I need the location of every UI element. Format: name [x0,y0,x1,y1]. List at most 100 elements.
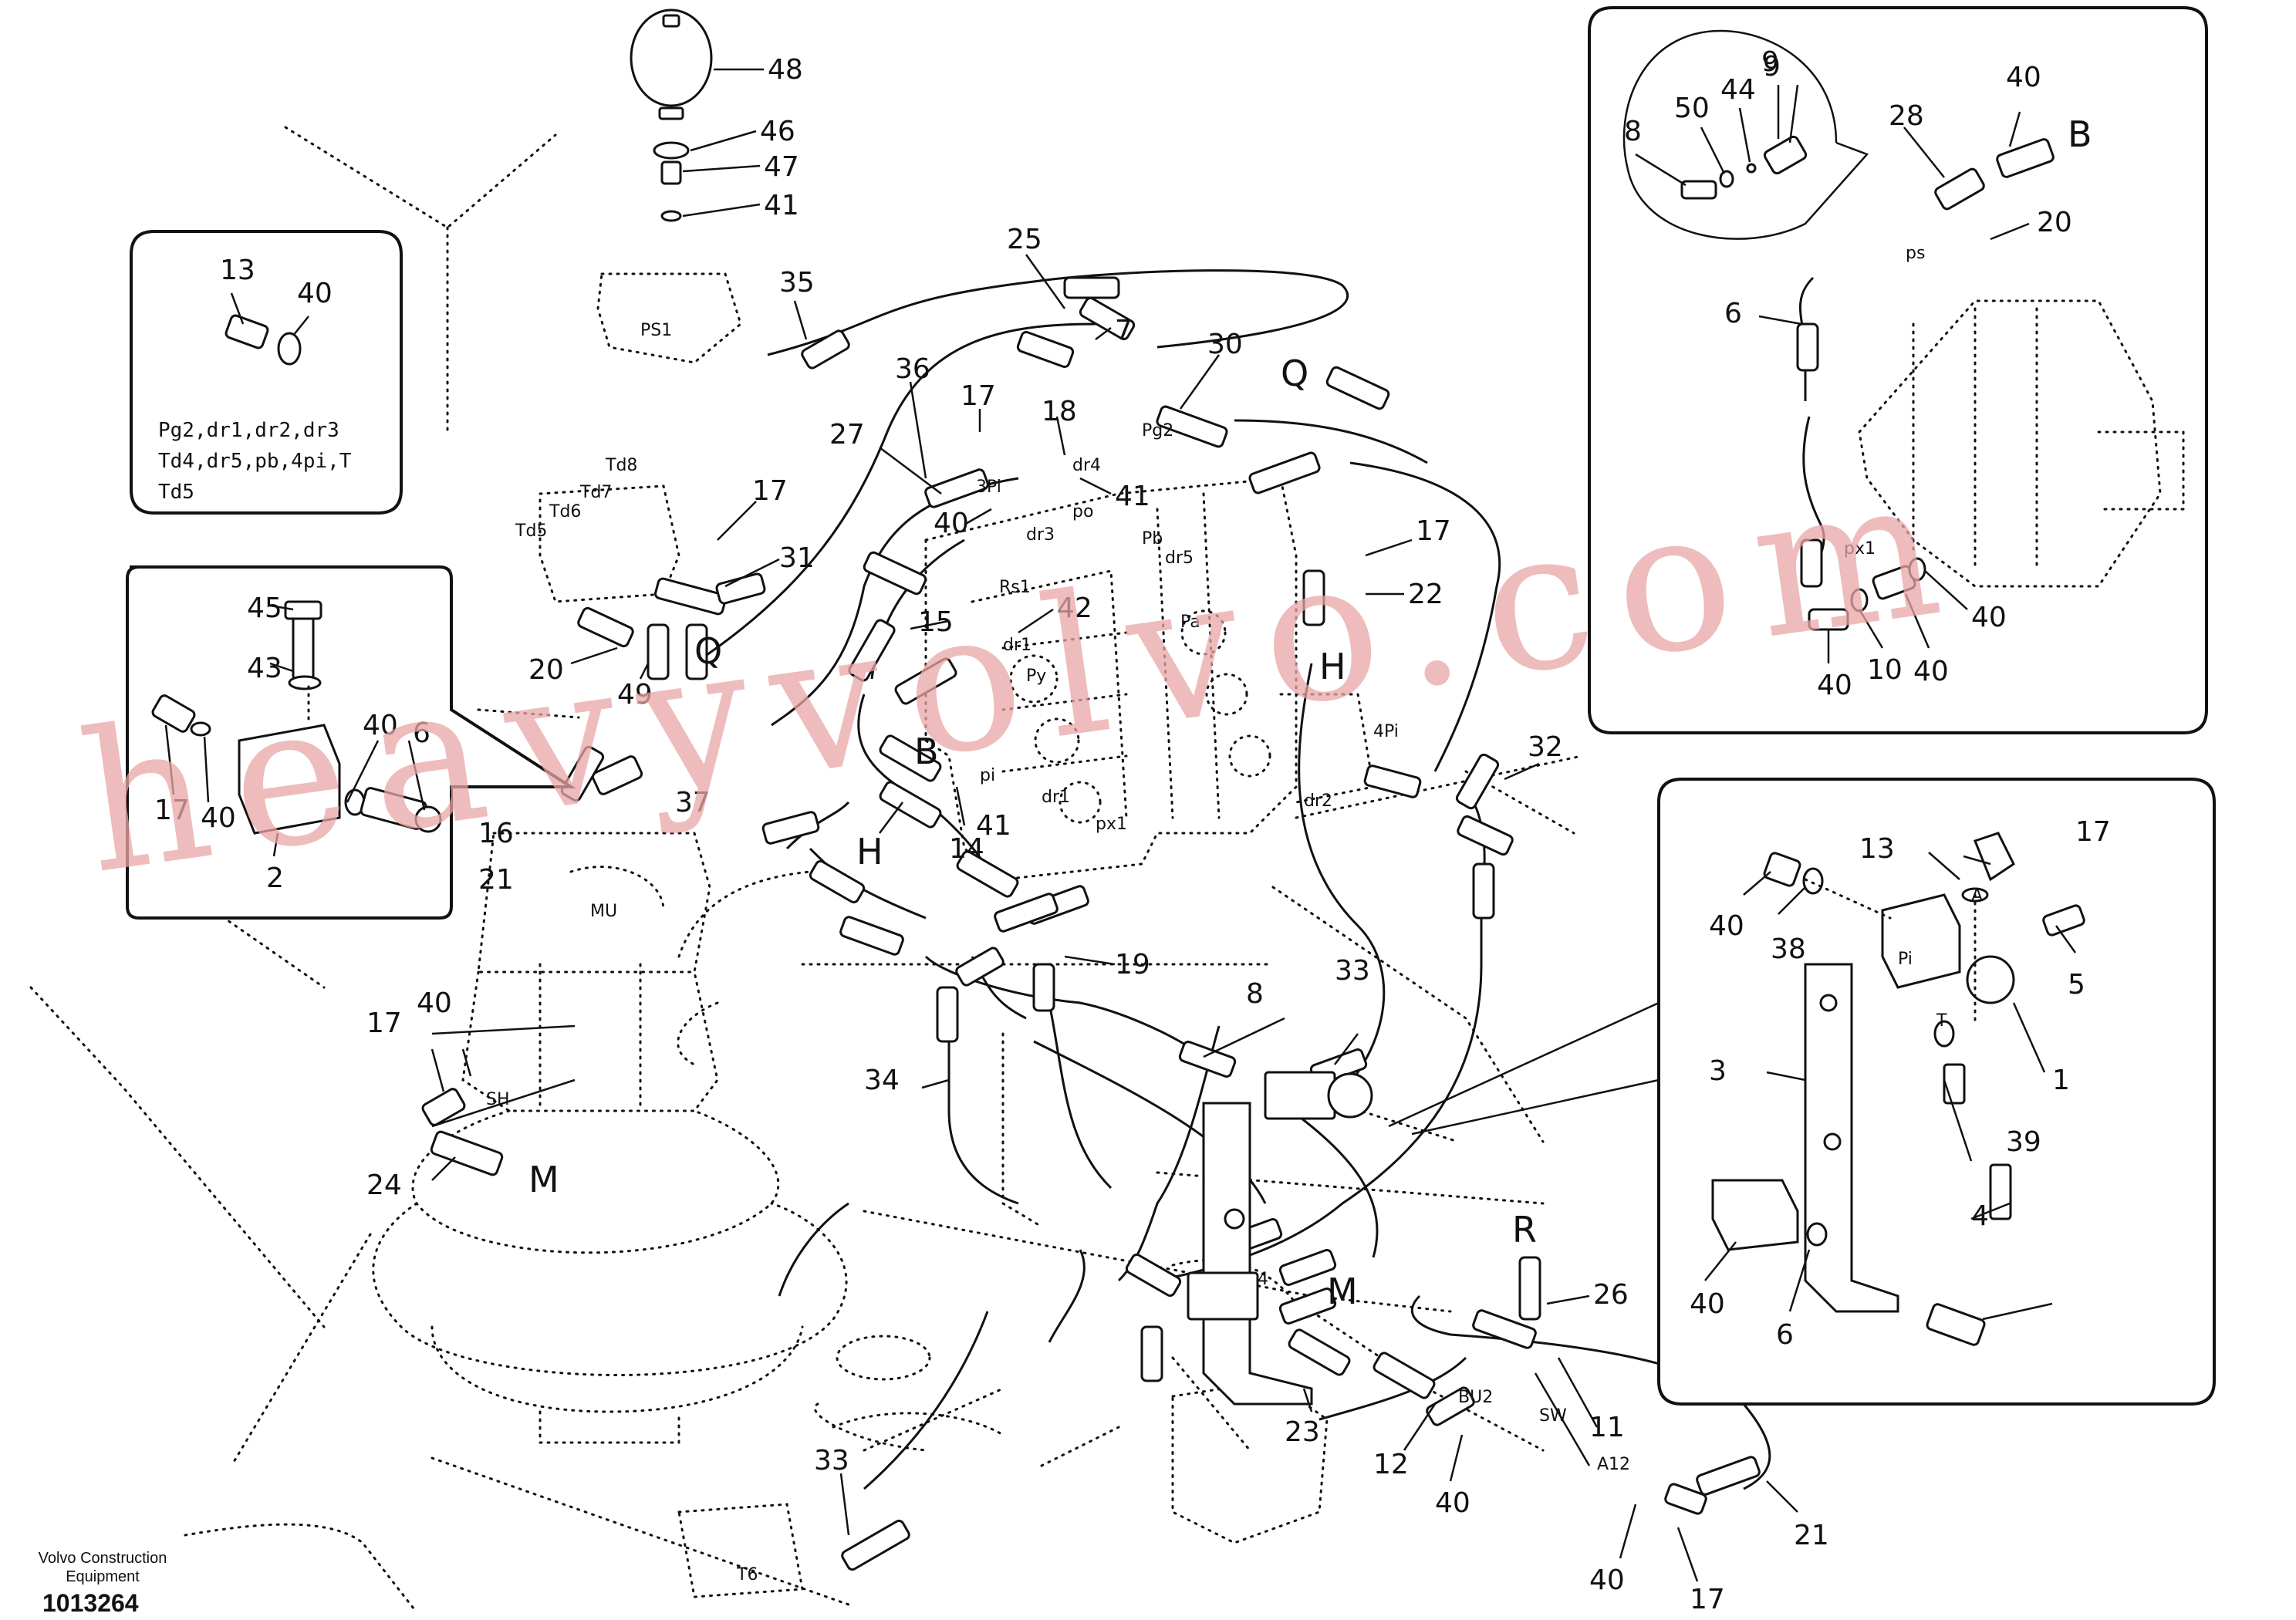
callout: 6 [1724,298,1742,329]
company-line-2: Equipment [66,1568,140,1585]
port-label: 3Pi [976,478,1001,497]
hoses [694,269,1771,1490]
port-label: Td8 [605,456,637,475]
callout: 17 [1416,515,1451,547]
port-label: Td6 [549,502,581,521]
callout: 21 [478,864,514,896]
callout: 3 [1709,1055,1727,1087]
callout: 23 [1285,1416,1320,1448]
port-label: po [1072,502,1093,521]
detail-panel-pump [1588,6,2208,734]
line-letters: Q Q H B H M M R B [528,113,2092,1312]
callout: 1 [2052,1065,2070,1096]
port-label: Py [1026,667,1046,686]
callout: 21 [1794,1520,1829,1551]
callout: 44 [1720,74,1756,106]
callout: 35 [779,267,815,299]
callout: 19 [1115,949,1150,980]
callout: 40 [1971,602,2007,633]
line-letter: Q [1281,353,1308,394]
callout: 41 [764,190,799,221]
callout: 10 [1867,654,1903,686]
callout: 28 [1889,100,1924,132]
callout: 40 [201,802,236,834]
callout: 17 [961,380,996,412]
callout: 15 [918,606,954,638]
control-valve-block [924,477,1375,881]
callout: 4 [1971,1200,1989,1232]
detail-panel-left-block [126,565,576,920]
pilot-blocks [539,272,1329,1598]
port-label: BU2 [1458,1388,1493,1407]
port-label: Pa [1180,613,1200,632]
callout: 6 [1776,1319,1794,1351]
callout: 36 [895,353,930,385]
callout: 16 [478,818,514,849]
callout: 40 [417,987,452,1019]
callout: 48 [768,54,803,86]
callout: 13 [220,255,255,286]
callout: 7 [1115,315,1133,346]
port-label: dr1 [1042,788,1070,807]
callout: 27 [829,419,865,451]
port-label: T [1936,1011,1947,1031]
callout: 8 [1624,116,1642,147]
callout: 40 [297,278,333,309]
port-label: 4 [1258,1270,1268,1289]
callout: 40 [1913,656,1949,687]
callout: 31 [779,542,815,574]
callout: 40 [1589,1564,1625,1596]
port-label: dr5 [1165,548,1194,568]
callout: 25 [1007,224,1042,255]
port-label: A12 [1597,1455,1630,1474]
callout: 50 [1674,93,1710,124]
callout: 17 [752,475,788,507]
callout: 38 [1771,933,1806,965]
accumulator [630,8,713,222]
callout: 6 [413,717,430,749]
callout: 12 [1373,1449,1409,1480]
callout: 42 [1057,592,1092,624]
callout: 5 [2068,969,2085,1001]
port-labels: PS1 Pg2 3Pi dr4 po dr3 Pb dr5 Rs1 dr1 Pa… [486,244,1983,1585]
callout-numbers: 48 46 47 41 35 13 40 25 7 30 36 17 18 27… [154,46,2111,1615]
port-plug-legend: Pg2,dr1,dr2,dr3 Td4,dr5,pb,4pi,T Td5 [158,419,352,504]
port-label: px1 [1096,815,1127,834]
port-label: dr3 [1026,525,1055,545]
callout: 22 [1408,579,1443,610]
port-label: PS1 [640,321,672,340]
callout: 40 [1435,1487,1470,1519]
callout: 33 [1335,955,1370,987]
callout: 9 [1763,51,1781,83]
callout: 20 [528,654,564,686]
callout: 40 [934,508,969,539]
callout: 46 [760,116,795,147]
line-letter: H [1319,646,1346,687]
line-letter: B [914,731,939,772]
callout: 17 [1690,1584,1725,1615]
drawing-number: 1013264 [42,1589,139,1617]
callout: 20 [2037,207,2072,238]
callout: 33 [814,1445,849,1477]
callout: 24 [366,1169,402,1201]
callout: 40 [2006,62,2041,93]
port-label: SW [1539,1406,1567,1426]
detail-panel-valve [1388,778,2216,1406]
callout: 37 [675,787,711,818]
port-label: Td7 [579,483,612,502]
port-label: px1 [1844,539,1876,559]
callout: 9 [1761,46,1779,78]
callout: 8 [1246,978,1264,1010]
line-letter: M [528,1159,559,1200]
port-label: T6 [736,1565,758,1585]
callout: 40 [1690,1288,1725,1320]
callout: 2 [266,862,284,894]
port-label: dr2 [1304,791,1332,811]
line-letter: B [2068,113,2092,155]
detail-panel-port-plug [130,230,403,515]
callout: 39 [2006,1126,2041,1158]
line-letter: Q [694,630,722,672]
line-letter: H [856,831,883,872]
callout: 47 [764,151,799,183]
callout: 13 [1859,833,1895,865]
